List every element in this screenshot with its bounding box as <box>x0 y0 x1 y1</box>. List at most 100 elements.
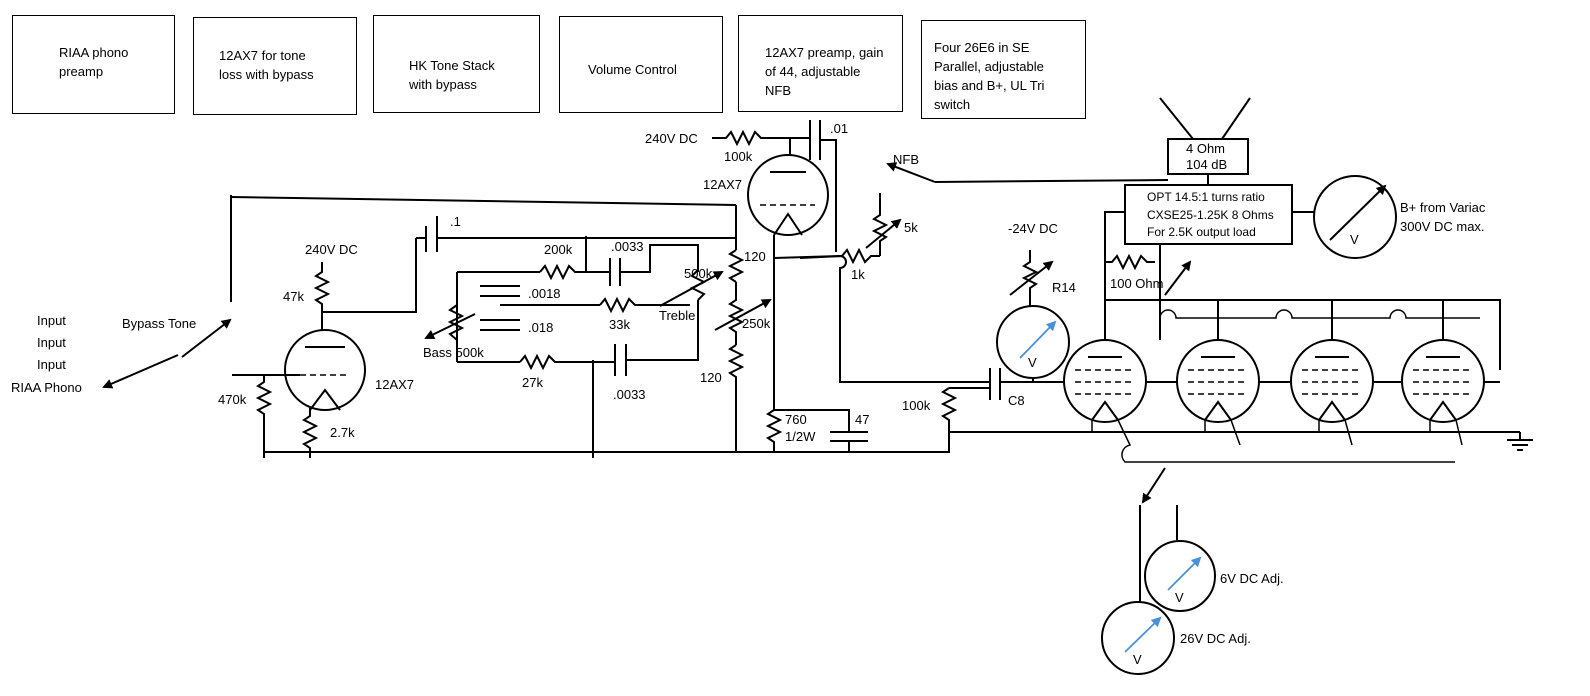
input-label-1: Input <box>37 313 66 328</box>
block-output-text: Four 26E6 in SE Parallel, adjustable bia… <box>934 40 1045 112</box>
r27k-label: 27k <box>522 375 543 390</box>
heater-bus <box>1091 419 1463 463</box>
block-tone-stack: HK Tone Stack with bypass <box>373 15 540 113</box>
resistor-470k <box>255 375 273 458</box>
opt-line-1: OPT 14.5:1 turns ratio <box>1147 190 1265 204</box>
bypass-switch-arrow <box>181 318 232 358</box>
bplus-label-2: 300V DC max. <box>1400 219 1485 234</box>
input-label-3: Input <box>37 357 66 372</box>
wire-plate1-out <box>322 238 417 313</box>
screen-bus <box>1159 309 1480 340</box>
resistor-1k <box>841 247 880 265</box>
resistor-r14 <box>1021 250 1039 308</box>
r14-label: R14 <box>1052 280 1076 295</box>
block-preamp: 12AX7 preamp, gain of 44, adjustable NFB <box>738 15 903 112</box>
opt-line-2: CXSE25-1.25K 8 Ohms <box>1147 208 1274 222</box>
block-tone-stack-text: HK Tone Stack with bypass <box>409 58 495 92</box>
ground-symbol <box>1507 432 1533 451</box>
bypass-bus-wire <box>230 196 737 206</box>
wire-fb <box>799 255 843 259</box>
r100k-b-label: 100k <box>902 398 931 413</box>
r200k-label: 200k <box>544 242 573 257</box>
resistor-120-a <box>727 249 745 283</box>
bias-meter-needle <box>1019 320 1057 359</box>
pot-bass <box>447 304 465 341</box>
heater-26v-v: V <box>1133 652 1142 667</box>
resistor-47k <box>313 262 331 312</box>
resistor-760 <box>765 409 783 452</box>
speaker-label-1: 4 Ohm <box>1186 141 1225 156</box>
treble-pot-label: 500k <box>684 266 713 281</box>
bias-supply-label: -24V DC <box>1008 221 1058 236</box>
c0033a-label: .0033 <box>611 239 644 254</box>
pot-250k <box>727 282 745 345</box>
r2-7k-label: 2.7k <box>330 425 355 440</box>
nfb-wire <box>934 179 1169 183</box>
bypass-tone-label: Bypass Tone <box>122 316 196 331</box>
block-riaa-phono-preamp: RIAA phono preamp <box>12 15 175 114</box>
v6-label: 6V DC Adj. <box>1220 571 1284 586</box>
heater-arrow <box>1141 467 1166 504</box>
bplus-meter-needle <box>1329 184 1387 241</box>
input-label-riaa: RIAA Phono <box>11 380 82 395</box>
resistor-2-7k <box>301 408 319 458</box>
resistor-27k <box>519 353 615 371</box>
output-transformer <box>1124 184 1293 245</box>
heater-6v-needle <box>1167 556 1202 591</box>
nfb-label: NFB <box>893 152 919 167</box>
block-tone-amp-text: 12AX7 for tone loss with bypass <box>219 48 314 82</box>
resistor-100k-plate <box>712 129 790 147</box>
supply-240v-label-2: 240V DC <box>645 131 698 146</box>
tube1-cathode <box>309 388 341 411</box>
bplus-label-1: B+ from Variac <box>1400 200 1486 215</box>
resistor-120-b <box>727 344 745 452</box>
c0018-label: .0018 <box>528 286 561 301</box>
speaker-label-2: 104 dB <box>1186 157 1227 172</box>
wire-treble-bottom <box>626 300 699 361</box>
bass-label: Bass 500k <box>423 345 484 360</box>
block-volume-control: Volume Control <box>559 16 723 113</box>
c47-label: 47 <box>855 412 869 427</box>
resistor-100-ohm <box>1105 253 1155 271</box>
block-output-stage: Four 26E6 in SE Parallel, adjustable bia… <box>921 20 1086 119</box>
r1k-label: 1k <box>851 267 865 282</box>
pot-5k-wiper <box>865 218 902 249</box>
pot-5k <box>871 193 889 256</box>
wire-c47 <box>774 409 850 432</box>
supply-240v-label-1: 240V DC <box>305 242 358 257</box>
r47k-label: 47k <box>283 289 304 304</box>
tube-12ax7-2 <box>747 154 829 236</box>
pot-bass-wiper <box>424 313 476 339</box>
tube2-cathode <box>773 212 803 236</box>
resistor-33k <box>599 296 690 314</box>
r470k-label: 470k <box>218 392 247 407</box>
block-preamp-text: 12AX7 preamp, gain of 44, adjustable NFB <box>765 45 884 98</box>
r120a-label: 120 <box>744 249 766 264</box>
opt-line-3: For 2.5K output load <box>1147 225 1256 239</box>
heater-26v-needle <box>1124 616 1162 653</box>
output-tube-3 <box>1290 339 1374 423</box>
r760w-label: 1/2W <box>785 429 816 444</box>
r100k-a-label: 100k <box>724 149 753 164</box>
output-tube-2 <box>1176 339 1260 423</box>
r760-label: 760 <box>785 412 807 427</box>
wire-opt-primary <box>1104 211 1125 300</box>
bplus-meter-v: V <box>1350 232 1359 247</box>
wire-to-c8 <box>773 254 990 383</box>
input-label-2: Input <box>37 335 66 350</box>
bias-meter-v: V <box>1028 355 1037 370</box>
block-riaa-text: RIAA phono preamp <box>59 45 129 79</box>
r14-wiper <box>1009 260 1054 296</box>
pot5k-label: 5k <box>904 220 918 235</box>
output-tube-1 <box>1063 339 1147 423</box>
wire-ts-treble <box>620 244 699 273</box>
nfb-arrow <box>886 162 936 183</box>
v26-label: 26V DC Adj. <box>1180 631 1251 646</box>
block-tone-amp: 12AX7 for tone loss with bypass <box>193 17 357 115</box>
c-0-1-label: .1 <box>450 214 461 229</box>
wire-c01-out <box>820 139 837 252</box>
c8-label: C8 <box>1008 393 1025 408</box>
pot-250k-wiper <box>714 299 772 331</box>
speaker-box <box>1167 138 1249 175</box>
